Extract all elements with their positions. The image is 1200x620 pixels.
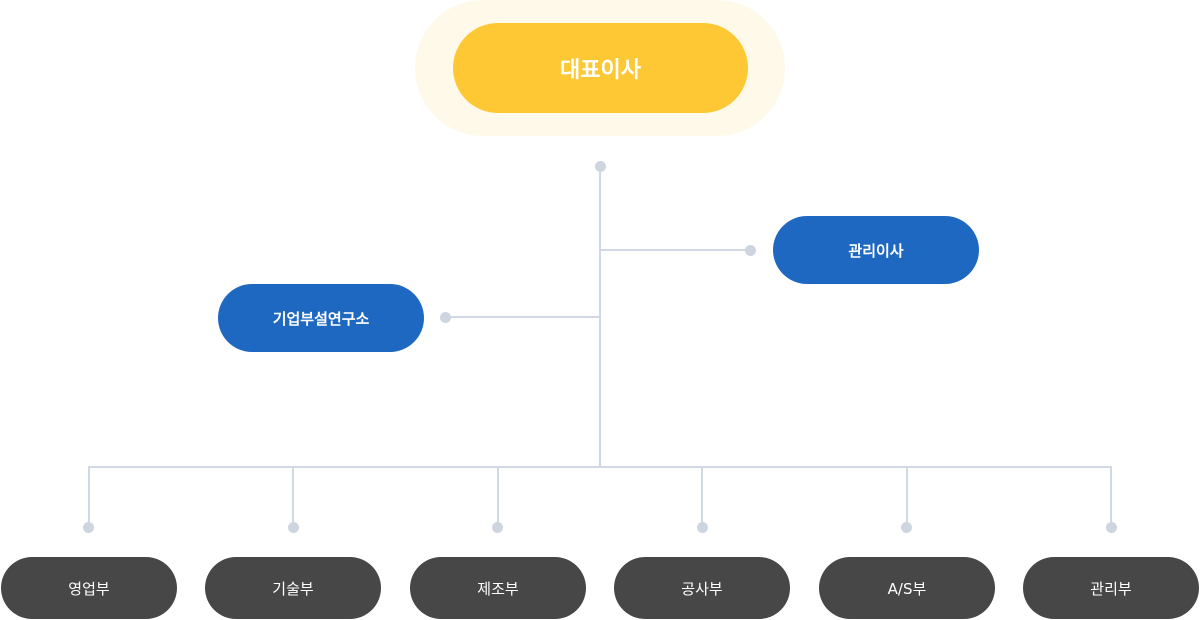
department-dot [697, 522, 708, 533]
department-dot [1106, 522, 1117, 533]
department-node-sales: 영업부 [1, 557, 177, 619]
ceo-node: 대표이사 [453, 23, 748, 113]
trunk-connector [599, 166, 601, 467]
department-drop [292, 466, 294, 528]
department-drop [906, 466, 908, 528]
department-dot [901, 522, 912, 533]
department-node-technology: 기술부 [205, 557, 381, 619]
department-dot [83, 522, 94, 533]
department-dot [288, 522, 299, 533]
trunk-top-dot [595, 161, 606, 172]
management-director-connector [600, 249, 750, 251]
research-lab-dot [440, 312, 451, 323]
department-drop [88, 466, 90, 528]
management-director-dot [745, 245, 756, 256]
department-node-manufacturing: 제조부 [410, 557, 586, 619]
department-node-after-service: A/S부 [819, 557, 995, 619]
department-drop [497, 466, 499, 528]
department-drop [1110, 466, 1112, 528]
ceo-label: 대표이사 [560, 58, 641, 83]
research-lab-label: 기업부설연구소 [272, 309, 370, 328]
department-drop [701, 466, 703, 528]
department-label: 제조부 [477, 579, 519, 598]
research-lab-node: 기업부설연구소 [218, 284, 424, 352]
department-label: 관리부 [1090, 579, 1132, 598]
department-label: A/S부 [887, 579, 927, 598]
department-node-construction: 공사부 [614, 557, 790, 619]
department-label: 공사부 [681, 579, 723, 598]
department-bus [88, 466, 1112, 468]
department-dot [492, 522, 503, 533]
department-label: 기술부 [272, 579, 314, 598]
management-director-node: 관리이사 [773, 216, 979, 284]
research-lab-connector [446, 316, 600, 318]
management-director-label: 관리이사 [848, 241, 904, 260]
department-label: 영업부 [68, 579, 110, 598]
department-node-management: 관리부 [1023, 557, 1199, 619]
